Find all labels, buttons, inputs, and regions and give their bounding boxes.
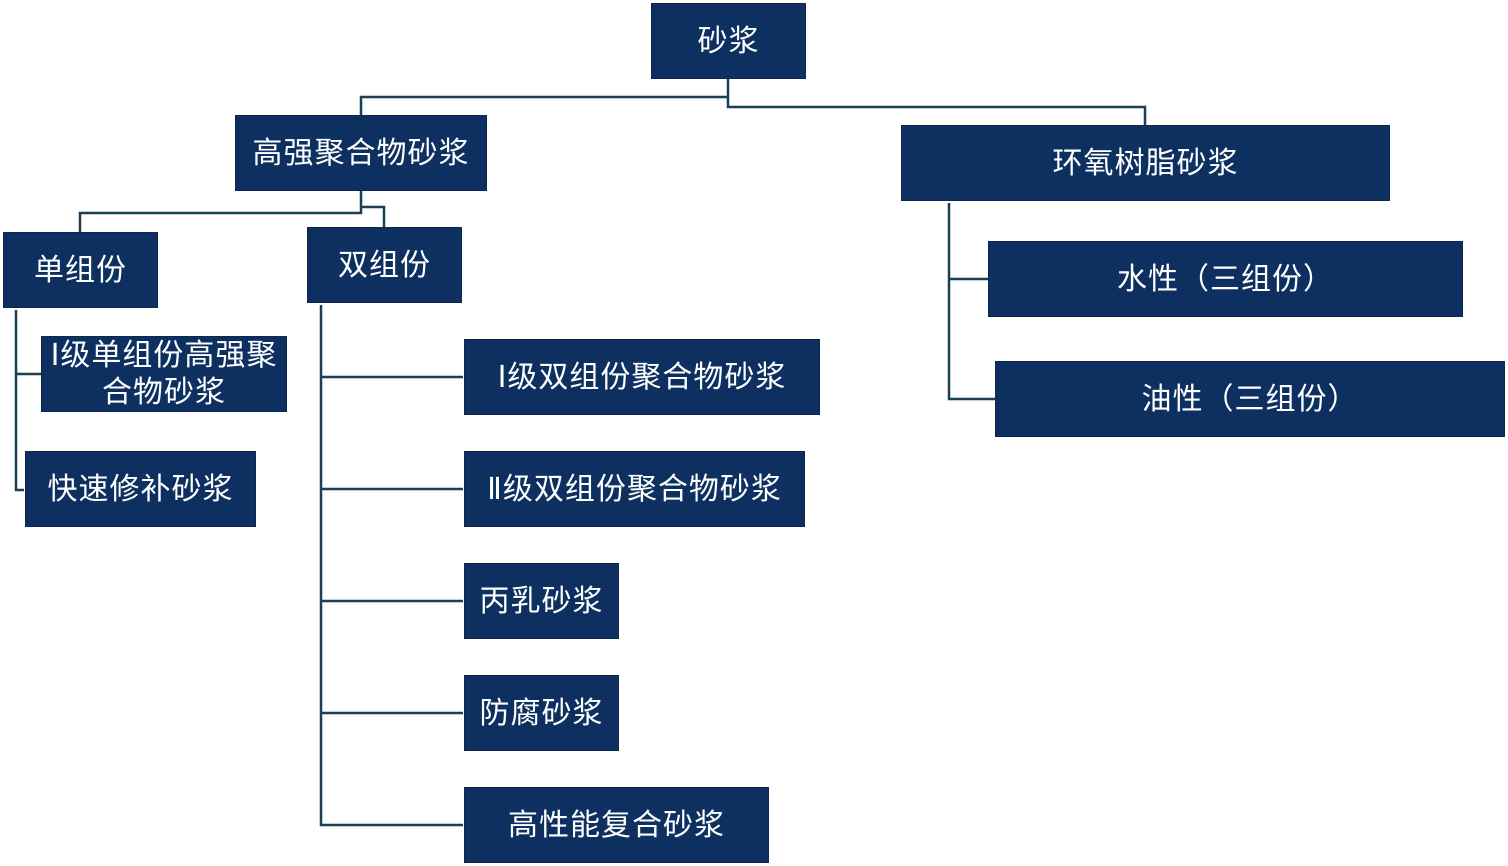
node-high-strength-polymer-mortar: 高强聚合物砂浆 [235,115,487,191]
node-grade1-two-component-mortar: Ⅰ级双组份聚合物砂浆 [464,339,820,415]
node-oil-based-three-component: 油性（三组份） [995,361,1505,437]
node-styrene-acrylic-mortar: 丙乳砂浆 [464,563,619,639]
connector-two-trunk [319,305,463,827]
connector-high-strength-to-single [78,191,363,232]
connector-high-strength-to-two [361,205,386,227]
node-two-component: 双组份 [307,227,462,303]
node-single-component: 单组份 [3,232,158,308]
node-grade2-two-component-mortar: Ⅱ级双组份聚合物砂浆 [464,451,805,527]
connector-single-trunk [14,310,24,492]
node-root-mortar: 砂浆 [651,3,806,79]
connector-root-to-high-strength [359,79,730,115]
node-grade1-single-component-mortar: Ⅰ级单组份高强聚合物砂浆 [41,336,287,412]
node-epoxy-resin-mortar: 环氧树脂砂浆 [901,125,1390,201]
connector-epoxy-trunk [947,203,995,401]
node-high-performance-composite-mortar: 高性能复合砂浆 [464,787,769,863]
node-water-based-three-component: 水性（三组份） [988,241,1463,317]
connector-root-to-epoxy [726,97,1147,125]
node-anticorrosion-mortar: 防腐砂浆 [464,675,619,751]
node-rapid-repair-mortar: 快速修补砂浆 [25,451,256,527]
